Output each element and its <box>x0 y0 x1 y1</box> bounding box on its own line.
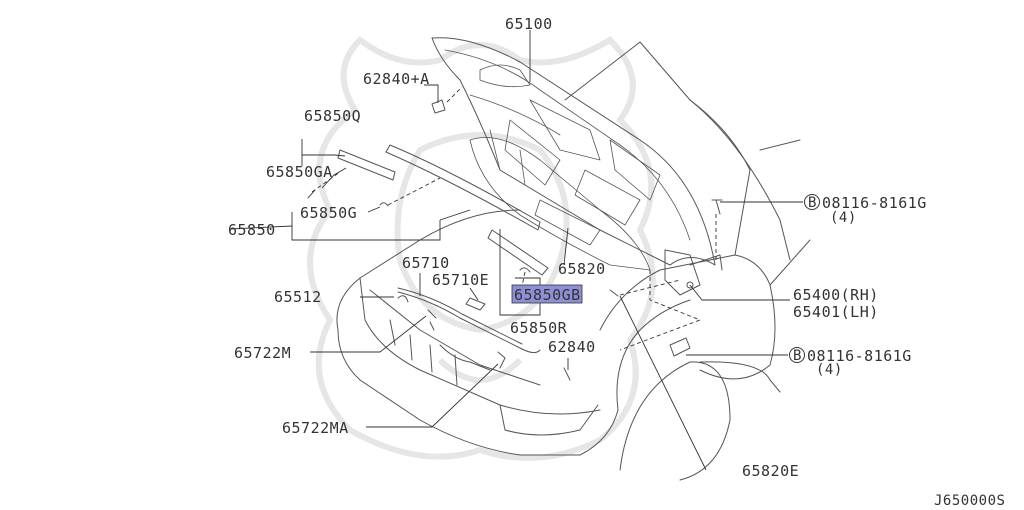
bolt-part-number: 08116-8161G <box>822 194 927 212</box>
leader-lines <box>229 30 803 471</box>
callout-clip-gb: 65850GB <box>514 286 581 304</box>
bolt-marker-circle <box>804 194 820 210</box>
callout-stopper: 62840+A <box>363 70 430 88</box>
bolt-marker-letter: B <box>808 195 817 211</box>
callout-bracket: 65722M <box>234 344 291 362</box>
bolt-marker-circle <box>789 347 805 363</box>
vehicle-body-art <box>336 41 811 481</box>
callout-seal-ga: 65850GA <box>266 163 333 181</box>
bolt-quantity: (4) <box>830 210 857 226</box>
callout-rod-end: 65710E <box>432 271 489 289</box>
callout-hood: 65100 <box>505 15 553 33</box>
callout-bracket-a: 65722MA <box>282 419 349 437</box>
bolt-callout-lower: B 08116-8161G (4) <box>789 347 912 378</box>
callout-stopper-b: 62840 <box>548 338 596 356</box>
callout-grommet: 65512 <box>274 288 322 306</box>
callout-insulator: 65820 <box>558 260 606 278</box>
callout-seal-q: 65850Q <box>304 107 361 125</box>
bolt-quantity: (4) <box>816 362 843 378</box>
callout-labels: 65100 62840+A 65850Q 65850GA 65850G 6585… <box>228 15 879 480</box>
bolt-marker-letter: B <box>793 348 802 364</box>
callout-hinge-rh: 65400(RH) <box>793 286 879 304</box>
figure-id: J650000S <box>934 493 1005 509</box>
part-highlight <box>511 284 583 304</box>
installation-lines <box>311 86 717 351</box>
callout-seal-r: 65850R <box>510 319 568 337</box>
callout-clip-e: 65820E <box>742 462 799 480</box>
watermark-seal <box>307 36 656 461</box>
bolt-part-number: 08116-8161G <box>807 347 912 365</box>
callout-rod: 65710 <box>402 254 450 272</box>
callout-clip-g: 65850G <box>300 204 357 222</box>
callout-seal-main: 65850 <box>228 221 276 239</box>
hood-art <box>431 37 723 296</box>
callout-hinge-lh: 65401(LH) <box>793 303 879 321</box>
bolt-callout-upper: B 08116-8161G (4) <box>804 194 927 226</box>
